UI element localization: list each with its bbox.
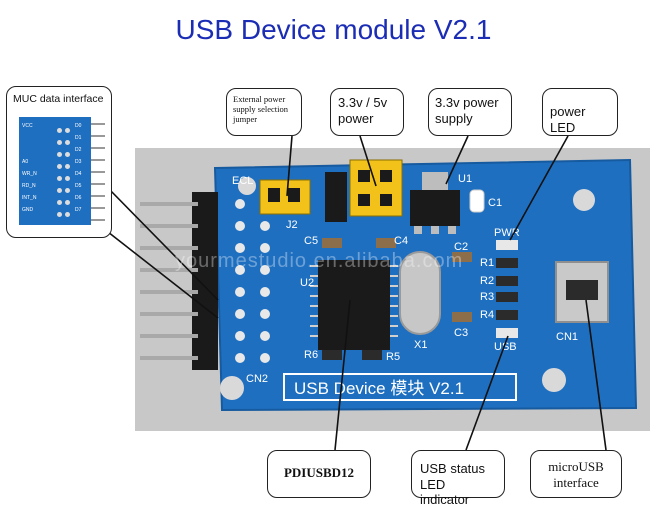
inset-pin-label: D1 bbox=[75, 135, 82, 141]
silk-cn2: CN2 bbox=[246, 373, 268, 385]
power-led bbox=[496, 240, 518, 250]
inset-pins-left: VCC A0 WR_N RD_N INT_N GND bbox=[22, 123, 56, 219]
inset-pin-label: D4 bbox=[75, 171, 82, 177]
silk-r3: R3 bbox=[480, 291, 494, 303]
inset-pin-label: D0 bbox=[75, 123, 82, 129]
resistor-r4 bbox=[496, 310, 518, 320]
inset-pin-label: D3 bbox=[75, 159, 82, 165]
silk-r2: R2 bbox=[480, 275, 494, 287]
capacitor-c4 bbox=[376, 238, 396, 248]
silk-c4: C4 bbox=[394, 235, 408, 247]
silk-r4: R4 bbox=[480, 309, 494, 321]
silk-ecl: ECL bbox=[232, 175, 253, 187]
callout-microusb: microUSB interface bbox=[530, 450, 622, 498]
board-label-bottom: USB Device 模块 V2.1 bbox=[294, 379, 464, 398]
leader-lines bbox=[107, 135, 607, 451]
pin-header bbox=[192, 192, 218, 370]
silk-r5: R5 bbox=[386, 351, 400, 363]
inset-pin-label: VCC bbox=[22, 123, 33, 129]
silkscreen-box bbox=[283, 373, 517, 401]
watermark: yourmestudio.en.alibaba.com bbox=[175, 250, 464, 272]
header-pins-cn2 bbox=[140, 192, 270, 370]
inset-pin-label: D5 bbox=[75, 183, 82, 189]
silk-j2: J2 bbox=[286, 219, 298, 231]
resistor-r1 bbox=[496, 258, 518, 268]
callout-pdiusbd12: PDIUSBD12 bbox=[267, 450, 371, 498]
callout-usb-status-led: USB status LED indicator bbox=[411, 450, 505, 507]
capacitor-c2 bbox=[452, 252, 472, 262]
jumper-voltage bbox=[325, 159, 403, 222]
inset-pin-label: A0 bbox=[22, 159, 29, 165]
mounting-hole bbox=[238, 177, 256, 195]
inset-pin-label bbox=[22, 147, 56, 159]
callout-voltage-select: 3.3v / 5v power bbox=[330, 88, 404, 136]
silk-r1: R1 bbox=[480, 257, 494, 269]
silk-u1: U1 bbox=[458, 173, 472, 185]
callout-power-supply: 3.3v power supply bbox=[428, 88, 512, 136]
inset-pins-right: D0 D1 D2 D3 D4 D5 D6 D7 bbox=[75, 123, 89, 219]
silk-cn1: CN1 bbox=[556, 331, 578, 343]
inset-pin-label: INT_N bbox=[22, 195, 37, 201]
page-title: USB Device module V2.1 bbox=[175, 14, 492, 45]
silk-c5: C5 bbox=[304, 235, 318, 247]
silk-x1: X1 bbox=[414, 339, 427, 351]
silk-usb: USB bbox=[494, 341, 517, 353]
inset-pin-label: GND bbox=[22, 207, 34, 213]
silk-r6: R6 bbox=[304, 349, 318, 361]
silk-c3: C3 bbox=[454, 327, 468, 339]
crystal-x1 bbox=[399, 251, 441, 335]
resistor-r3 bbox=[496, 292, 518, 302]
mounting-hole bbox=[542, 368, 566, 392]
callout-muc-label: MUC data interface bbox=[13, 93, 104, 105]
inset-pin-label: RD_N bbox=[22, 183, 36, 189]
capacitor-c1 bbox=[469, 189, 485, 213]
callout-muc-data-interface: MUC data interface VCC A0 WR_N RD_N INT_… bbox=[6, 86, 112, 238]
resistor-r6 bbox=[322, 350, 342, 360]
jumper-j2 bbox=[259, 179, 311, 215]
resistor-r5 bbox=[362, 350, 382, 360]
silk-u2: U2 bbox=[300, 277, 314, 289]
inset-pin-dots bbox=[57, 124, 75, 220]
capacitor-c3 bbox=[452, 312, 472, 322]
silk-c2: C2 bbox=[454, 241, 468, 253]
callout-external-power-jumper: External power supply selection jumper bbox=[226, 88, 302, 136]
inset-pin-label: D7 bbox=[75, 207, 82, 213]
inset-pcb: VCC A0 WR_N RD_N INT_N GND D0 D1 D2 D3 D… bbox=[19, 117, 91, 225]
chip-u2-pdiusbd12 bbox=[310, 260, 398, 350]
inset-pin-leads bbox=[91, 123, 105, 223]
inset-pin-label: D6 bbox=[75, 195, 82, 201]
inset-pin-label: WR_N bbox=[22, 171, 37, 177]
capacitor-c5 bbox=[322, 238, 342, 248]
inset-pin-label: D2 bbox=[75, 147, 82, 153]
mounting-hole bbox=[220, 376, 244, 400]
callout-power-led: power LED bbox=[542, 88, 618, 136]
silk-pwr: PWR bbox=[494, 227, 520, 239]
usb-led bbox=[496, 328, 518, 338]
resistor-column bbox=[496, 240, 518, 338]
inset-pin-label bbox=[22, 135, 56, 147]
micro-usb-cn1 bbox=[555, 261, 609, 323]
resistor-r2 bbox=[496, 276, 518, 286]
regulator-u1 bbox=[410, 172, 460, 234]
silk-c1: C1 bbox=[488, 197, 502, 209]
mounting-hole bbox=[573, 189, 595, 211]
